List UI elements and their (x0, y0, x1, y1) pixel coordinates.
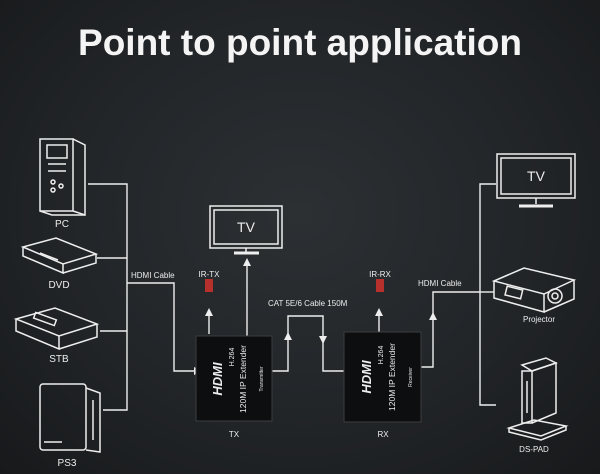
tx-codec-label: H.264 (229, 348, 236, 367)
ir-rx-label: IR-RX (369, 270, 391, 279)
rx-device: HDMI H.264 120M IP Extender Receiver (343, 331, 422, 423)
stb-label: STB (49, 354, 69, 365)
hdmi-out-line-2 (432, 291, 480, 316)
pc-label: PC (55, 219, 69, 230)
tv-top-label: TV (237, 219, 256, 235)
dvd-icon (20, 237, 99, 275)
hdmi-out-line (421, 312, 437, 368)
ir-rx-sensor-icon (376, 279, 384, 292)
cat-cable-line-2 (287, 315, 327, 344)
cat-cable-label: CAT 5E/6 Cable 150M (268, 299, 348, 308)
connection-lines (88, 183, 496, 411)
diagram-title: Point to point application (78, 22, 522, 63)
tv-right-label: TV (527, 168, 546, 184)
rx-caption: RX (377, 430, 389, 439)
tx-brand-logo: HDMI (210, 362, 225, 396)
dvd-label: DVD (48, 280, 69, 291)
pc-icon (39, 138, 86, 217)
tv-right-icon (496, 153, 576, 208)
projector-label: Projector (523, 315, 555, 324)
tx-caption: TX (229, 430, 240, 439)
sink-bus-line (479, 183, 496, 406)
ir-tx-sensor-icon (205, 279, 213, 292)
tx-model-label: 120M IP Extender (238, 345, 248, 413)
source-bus-line (88, 183, 128, 411)
ps3-label: PS3 (58, 458, 77, 469)
rx-brand-logo: HDMI (359, 360, 374, 394)
stb-icon (13, 307, 100, 351)
ir-tx-label: IR-TX (199, 270, 221, 279)
dspad-label: DS-PAD (519, 445, 549, 454)
hdmi-cable-out-label: HDMI Cable (418, 279, 462, 288)
rx-role-label: Receiver (408, 367, 414, 387)
tx-role-label: Transmitter (259, 366, 265, 391)
dspad-icon (506, 357, 569, 441)
hdmi-cable-in-label: HDMI Cable (131, 271, 175, 280)
cat-cable-line-3 (322, 340, 344, 372)
ps3-icon (39, 383, 101, 453)
tv-top-icon (209, 205, 283, 255)
cat-cable-line (272, 332, 292, 372)
rx-codec-label: H.264 (378, 346, 385, 365)
rx-model-label: 120M IP Extender (387, 343, 397, 411)
projector-icon (491, 267, 577, 313)
hdmi-in-line (127, 282, 202, 375)
tx-device: HDMI H.264 120M IP Extender Transmitter (195, 335, 273, 422)
